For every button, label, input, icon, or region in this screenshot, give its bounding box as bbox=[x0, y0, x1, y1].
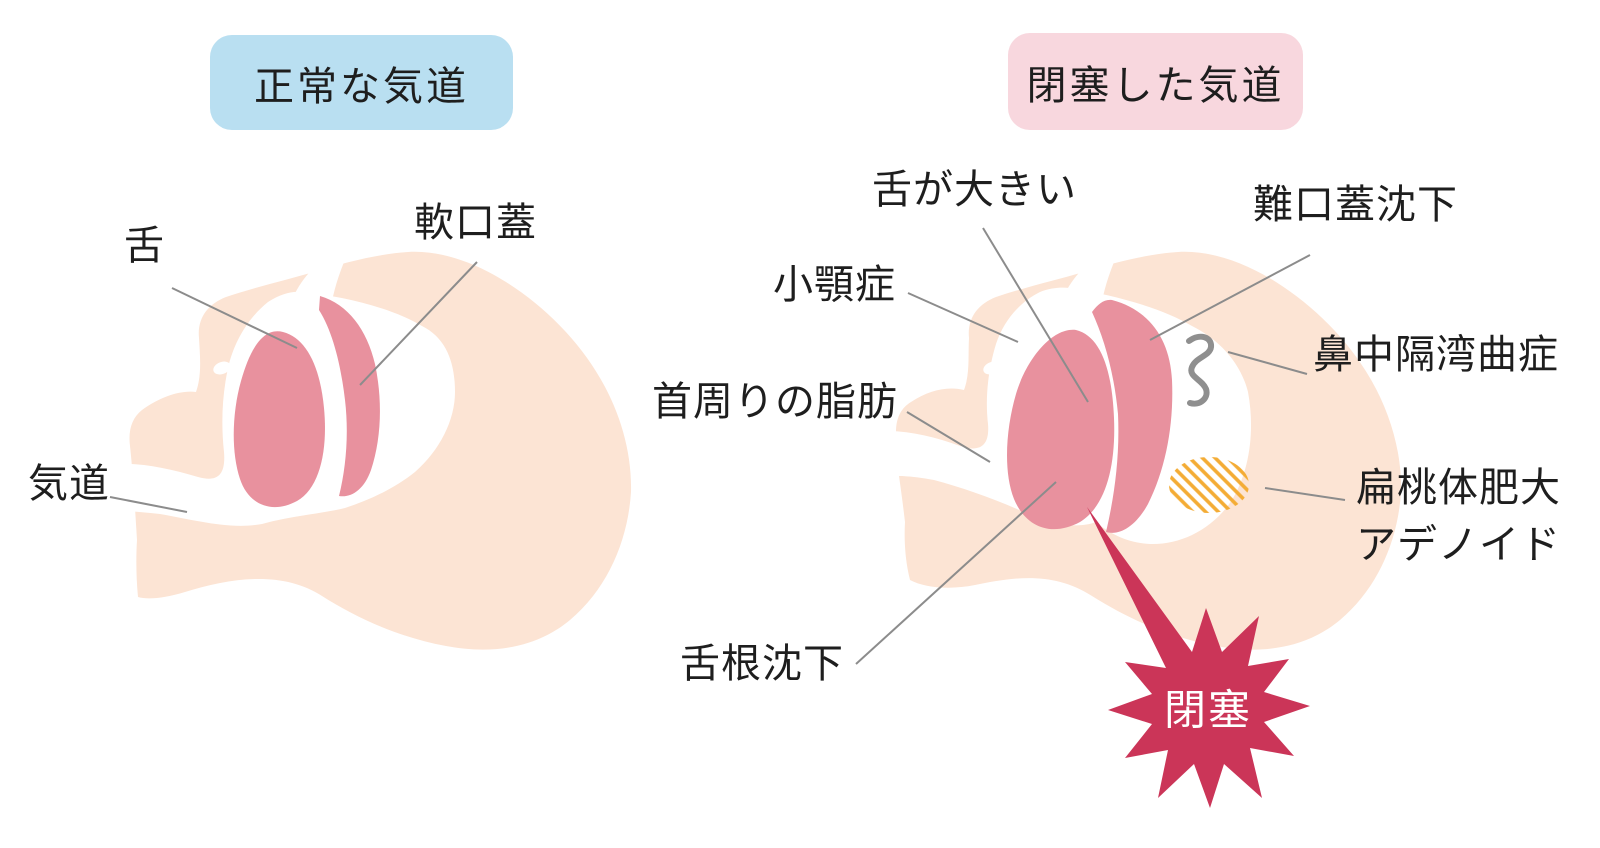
label-palate-sinking: 難口蓋沈下 bbox=[1253, 183, 1458, 227]
pointer-lines bbox=[109, 227, 1346, 665]
enlarged-tonsil-hatched bbox=[1169, 457, 1249, 513]
pointer-line-palate-sinking bbox=[1149, 254, 1311, 341]
label-tonsil-hypertrophy: 扁桃体肥大 bbox=[1356, 466, 1561, 510]
label-obstruction: 閉塞 bbox=[1163, 686, 1253, 734]
pointer-line-tongue bbox=[171, 287, 298, 349]
normal-head-figure bbox=[98, 251, 632, 650]
nostril-obstructed bbox=[983, 361, 1001, 375]
deviated-septum-squiggle bbox=[1186, 333, 1214, 407]
pointer-line-neck-fat bbox=[906, 411, 991, 463]
label-soft-palate: 軟口蓋 bbox=[414, 201, 537, 245]
obstructed-head-figure bbox=[866, 251, 1402, 808]
label-neck-fat: 首周りの脂肪 bbox=[652, 380, 898, 424]
pointer-line-micrognathia bbox=[907, 292, 1019, 343]
pointer-line-soft-palate bbox=[359, 261, 478, 386]
title-normal-airway-label: 正常な気道 bbox=[254, 64, 469, 109]
label-adenoid: アデノイド bbox=[1356, 522, 1561, 567]
label-micrognathia: 小顎症 bbox=[773, 263, 896, 307]
label-tongue: 舌 bbox=[124, 224, 165, 268]
pointer-line-tongue-base bbox=[855, 481, 1057, 665]
pointer-line-large-tongue bbox=[982, 227, 1089, 403]
tongue-shape-normal bbox=[233, 331, 325, 508]
nose-notch-obstructed bbox=[1058, 252, 1115, 318]
soft-palate-shape-sinking bbox=[1092, 299, 1173, 533]
title-obstructed-airway: 閉塞した気道 bbox=[1008, 33, 1303, 130]
pointer-line-septum bbox=[1227, 351, 1308, 375]
tongue-shape-enlarged bbox=[1007, 329, 1115, 530]
title-obstructed-airway-label: 閉塞した気道 bbox=[1026, 63, 1285, 108]
label-airway: 気道 bbox=[28, 462, 110, 506]
label-tonsil-adenoid: 扁桃体肥大 アデノイド bbox=[1356, 460, 1561, 574]
pointer-line-airway bbox=[109, 496, 188, 513]
soft-palate-shape-normal bbox=[319, 296, 380, 497]
label-tongue-base-sinking: 舌根沈下 bbox=[680, 642, 844, 686]
title-normal-airway: 正常な気道 bbox=[210, 35, 513, 130]
pointer-line-tonsil bbox=[1264, 487, 1346, 501]
nostril-normal bbox=[213, 361, 231, 375]
obstruction-starburst bbox=[1087, 507, 1310, 808]
label-deviated-septum: 鼻中隔湾曲症 bbox=[1313, 333, 1559, 377]
label-large-tongue: 舌が大きい bbox=[872, 168, 1077, 212]
